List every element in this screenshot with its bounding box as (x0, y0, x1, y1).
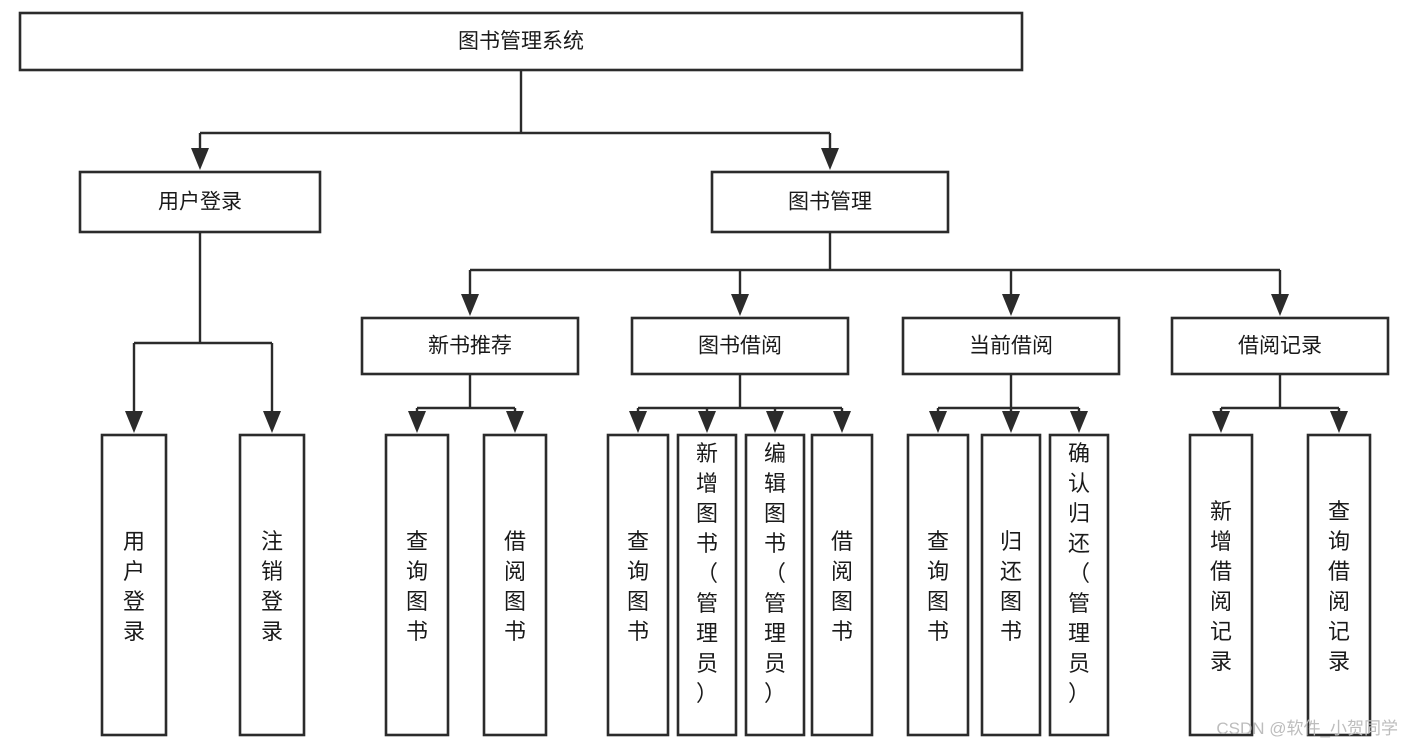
node-box (384, 433, 450, 737)
node-box (901, 316, 1121, 376)
node-level2-图书管理[interactable]: 图书管理 (710, 170, 950, 234)
node-leaf-查询图书[interactable]: 查询图书 (384, 433, 450, 737)
node-leaf-确认归还管理员[interactable]: 确认归还（管理员） (1048, 433, 1110, 737)
connector-layer (125, 70, 1348, 433)
node-leaf-注销登录[interactable]: 注销登录 (238, 433, 306, 737)
arrow-head-icon-查询图书 (629, 411, 647, 433)
arrow-head-icon-借阅图书 (506, 411, 524, 433)
arrow-head-icon-用户登录 (191, 148, 209, 170)
node-label: 借阅记录 (1238, 335, 1322, 358)
node-box (606, 433, 670, 737)
node-label: 查询图书 (927, 529, 949, 644)
node-leaf-编辑图书管理员[interactable]: 编辑图书（管理员） (744, 433, 806, 737)
node-label: 借阅图书 (504, 529, 526, 644)
node-leaf-归还图书[interactable]: 归还图书 (980, 433, 1042, 737)
arrow-head-icon-确认归还管理员 (1070, 411, 1088, 433)
node-box (980, 433, 1042, 737)
arrow-head-icon-查询借阅记录 (1330, 411, 1348, 433)
node-leaf-新增借阅记录[interactable]: 新增借阅记录 (1188, 433, 1254, 737)
node-box (78, 170, 322, 234)
csdn-watermark: CSDN @软件_小贺同学 (1216, 719, 1398, 738)
node-box (1306, 433, 1372, 737)
node-box (810, 433, 874, 737)
node-level2-用户登录[interactable]: 用户登录 (78, 170, 322, 234)
node-box (100, 433, 168, 737)
node-label: 确认归还（管理员） (1068, 441, 1090, 706)
node-box (676, 433, 738, 737)
arrow-head-icon-借阅图书 (833, 411, 851, 433)
node-label: 新书推荐 (428, 335, 512, 358)
node-box (18, 11, 1024, 72)
node-box (710, 170, 950, 234)
arrow-head-icon-注销登录 (263, 411, 281, 433)
arrow-head-icon-编辑图书管理员 (766, 411, 784, 433)
node-label: 用户登录 (123, 529, 145, 644)
arrow-head-icon-图书管理 (821, 148, 839, 170)
node-layer: 图书管理系统用户登录图书管理新书推荐图书借阅当前借阅借阅记录用户登录注销登录查询… (18, 11, 1390, 737)
node-box (744, 433, 806, 737)
node-box (906, 433, 970, 737)
node-label: 借阅图书 (831, 529, 853, 644)
node-label: 图书借阅 (698, 335, 782, 358)
node-label: 新增借阅记录 (1210, 499, 1232, 674)
arrow-head-icon-用户登录 (125, 411, 143, 433)
node-label: 注销登录 (261, 529, 283, 644)
node-root-图书管理系统[interactable]: 图书管理系统 (18, 11, 1024, 72)
arrow-head-icon-当前借阅 (1002, 294, 1020, 316)
arrow-head-icon-查询图书 (408, 411, 426, 433)
node-label: 查询图书 (406, 529, 428, 644)
arrow-head-icon-借阅记录 (1271, 294, 1289, 316)
node-box (1048, 433, 1110, 737)
node-leaf-借阅图书[interactable]: 借阅图书 (482, 433, 548, 737)
node-leaf-用户登录[interactable]: 用户登录 (100, 433, 168, 737)
node-label: 编辑图书（管理员） (764, 441, 786, 706)
node-box (1188, 433, 1254, 737)
node-box (1170, 316, 1390, 376)
node-box (482, 433, 548, 737)
node-leaf-查询图书[interactable]: 查询图书 (906, 433, 970, 737)
node-label: 查询借阅记录 (1328, 499, 1350, 674)
node-label: 新增图书（管理员） (696, 441, 718, 706)
arrow-head-icon-归还图书 (1002, 411, 1020, 433)
node-leaf-新增图书管理员[interactable]: 新增图书（管理员） (676, 433, 738, 737)
arrow-head-icon-新书推荐 (461, 294, 479, 316)
arrow-head-icon-查询图书 (929, 411, 947, 433)
node-label: 用户登录 (158, 191, 242, 214)
arrow-head-icon-新增图书管理员 (698, 411, 716, 433)
node-leaf-查询图书[interactable]: 查询图书 (606, 433, 670, 737)
node-level3-当前借阅[interactable]: 当前借阅 (901, 316, 1121, 376)
arrow-head-icon-图书借阅 (731, 294, 749, 316)
node-box (238, 433, 306, 737)
node-label: 图书管理系统 (458, 30, 584, 53)
node-box (360, 316, 580, 376)
arrow-head-icon-新增借阅记录 (1212, 411, 1230, 433)
node-label: 归还图书 (1000, 529, 1022, 644)
node-box (630, 316, 850, 376)
node-label: 图书管理 (788, 191, 872, 214)
node-label: 当前借阅 (969, 335, 1053, 358)
node-leaf-查询借阅记录[interactable]: 查询借阅记录 (1306, 433, 1372, 737)
node-level3-借阅记录[interactable]: 借阅记录 (1170, 316, 1390, 376)
node-leaf-借阅图书[interactable]: 借阅图书 (810, 433, 874, 737)
node-level3-新书推荐[interactable]: 新书推荐 (360, 316, 580, 376)
node-label: 查询图书 (627, 529, 649, 644)
node-level3-图书借阅[interactable]: 图书借阅 (630, 316, 850, 376)
